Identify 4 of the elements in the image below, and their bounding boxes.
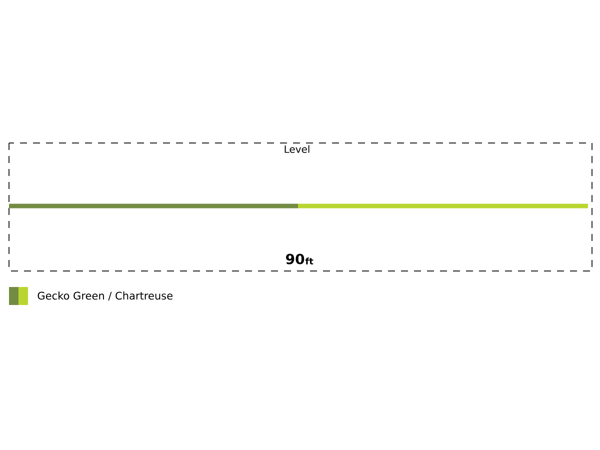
rope-label: Level [284, 145, 310, 153]
legend-text: Gecko Green / Chartreuse [38, 292, 172, 300]
length-value: 90 [286, 254, 304, 264]
length-unit: ft [305, 258, 314, 264]
